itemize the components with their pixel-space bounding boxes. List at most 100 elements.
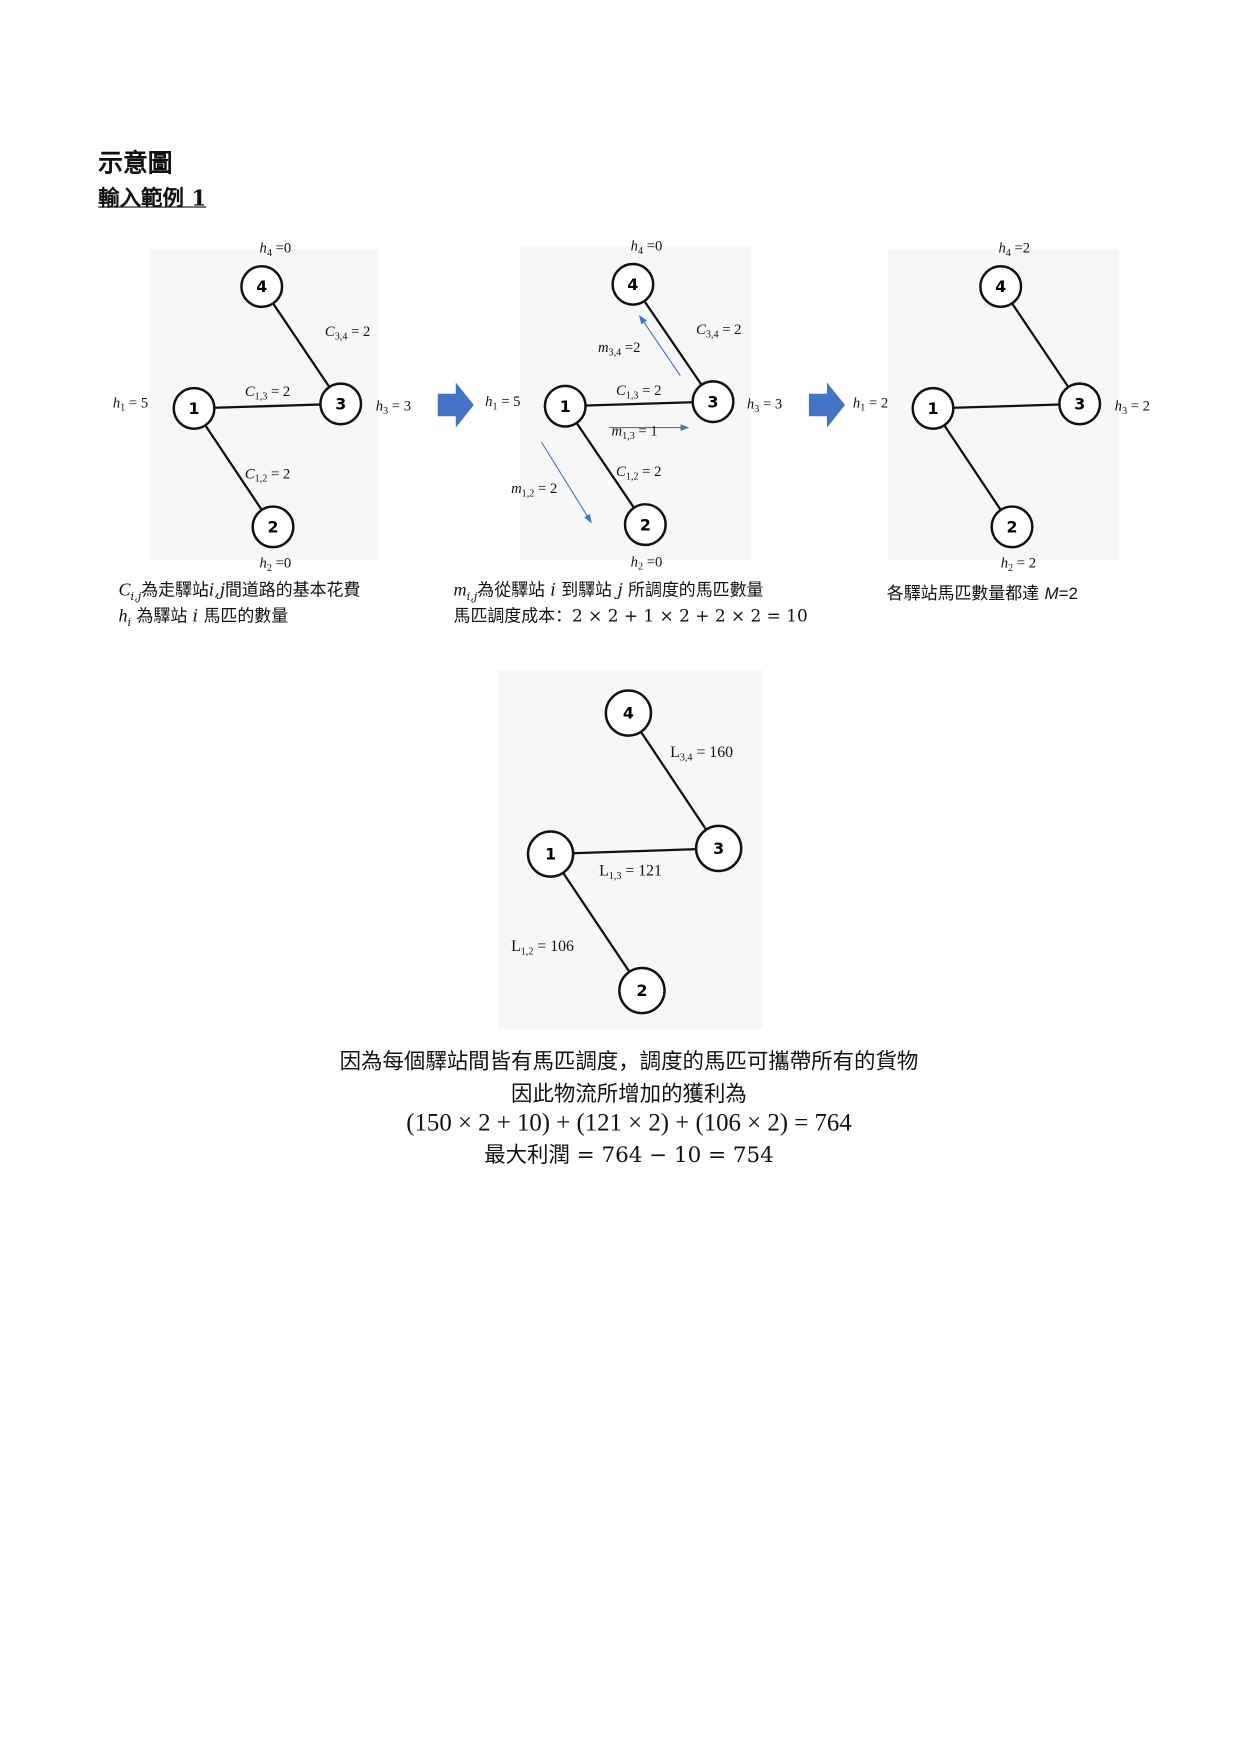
station-node-label: 4 bbox=[995, 277, 1006, 296]
label-value: = 2 bbox=[638, 381, 662, 399]
edge-1-2 bbox=[549, 853, 643, 992]
text: 為驛站 bbox=[136, 605, 188, 627]
station-node-4 bbox=[979, 265, 1023, 309]
label-variable: h bbox=[998, 239, 1006, 257]
label-variable: h bbox=[746, 394, 755, 412]
panel4-math-label: L3,4 = 160 bbox=[670, 745, 733, 763]
station-node-2 bbox=[990, 505, 1034, 549]
label-value: =0 bbox=[271, 239, 292, 257]
flow-arrow-1-2 bbox=[541, 441, 592, 524]
label-value: = 2 bbox=[347, 322, 371, 340]
label-variable: C bbox=[244, 464, 255, 482]
edge-1-2 bbox=[932, 407, 1013, 528]
station-node-label: 2 bbox=[1007, 518, 1018, 537]
var: i bbox=[550, 579, 556, 601]
label-subscript: 1,3 bbox=[625, 389, 639, 401]
label-subscript: 3 bbox=[1121, 405, 1128, 417]
edge-1-3 bbox=[194, 402, 341, 410]
subheading: 輸入範例 1 bbox=[98, 186, 207, 211]
label-subscript: 1,3 bbox=[622, 429, 635, 442]
label-value: = 160 bbox=[692, 744, 734, 762]
label-variable: C bbox=[244, 382, 255, 400]
label-value: = 2 bbox=[718, 320, 742, 338]
text: 馬匹的數量 bbox=[203, 605, 289, 627]
label-variable: h bbox=[852, 393, 861, 411]
station-node-label: 3 bbox=[335, 395, 346, 414]
edge-1-3 bbox=[932, 402, 1080, 410]
station-node-4 bbox=[604, 689, 653, 737]
station-node-label: 4 bbox=[627, 275, 638, 294]
edge-1-3 bbox=[565, 400, 714, 408]
station-node-1 bbox=[543, 384, 587, 428]
label-variable: L bbox=[599, 863, 609, 880]
panel2-math-label: m1,3 = 1 bbox=[611, 422, 657, 441]
edge-1-3 bbox=[550, 847, 719, 856]
panel2-math-label: h4 =0 bbox=[631, 237, 663, 256]
label-variable: h bbox=[259, 239, 267, 257]
label-subscript: 2 bbox=[637, 560, 644, 572]
edge-3-4 bbox=[627, 712, 720, 850]
label-variable: h bbox=[1000, 553, 1009, 571]
label-variable: m bbox=[611, 421, 623, 439]
station-node-label: 3 bbox=[1074, 395, 1085, 414]
text: 所調度的馬匹數量 bbox=[628, 579, 764, 601]
label-subscript: 3,4 bbox=[608, 346, 622, 358]
panel3-math-label: h3 = 2 bbox=[1115, 397, 1150, 416]
label-variable: h bbox=[259, 553, 267, 571]
station-node-label: 4 bbox=[256, 277, 267, 296]
text: 間道路的基本花費 bbox=[224, 579, 361, 601]
var: j bbox=[617, 579, 623, 601]
station-node-3 bbox=[1058, 382, 1102, 426]
station-node-1 bbox=[526, 830, 575, 878]
panel2-math-label: C3,4 = 2 bbox=[696, 320, 741, 339]
sub: i,j bbox=[466, 591, 478, 604]
panel-1-caption-line-1: Ci,j為走驛站i,j間道路的基本花費 bbox=[118, 578, 360, 604]
panel1-math-label: h2 =0 bbox=[259, 554, 291, 573]
label-value: = 5 bbox=[125, 393, 149, 411]
panel1-math-label: h1 = 5 bbox=[113, 394, 148, 413]
label-value: = 2 bbox=[638, 462, 662, 480]
panel2-math-label: h3 = 3 bbox=[747, 395, 782, 414]
station-node-2 bbox=[618, 966, 666, 1015]
panel1-math-label: C1,3 = 2 bbox=[245, 382, 290, 401]
panel3-math-label: h1 = 2 bbox=[853, 394, 888, 413]
panel1-math-label: C3,4 = 2 bbox=[325, 323, 370, 342]
label-subscript: 4 bbox=[637, 244, 644, 257]
text: 到驛站 bbox=[561, 579, 612, 601]
station-node-label: 1 bbox=[928, 399, 939, 418]
label-value: = 121 bbox=[621, 863, 662, 880]
station-node-label: 2 bbox=[268, 518, 279, 537]
step-arrow-icon-2 bbox=[808, 382, 846, 428]
station-node-label: 3 bbox=[708, 392, 719, 411]
station-node-label: 2 bbox=[640, 515, 651, 534]
label-subscript: 3 bbox=[383, 405, 389, 417]
var: M bbox=[1044, 584, 1059, 604]
explanation-line-2: 因此物流所增加的獲利為 bbox=[511, 1081, 747, 1107]
label-subscript: 4 bbox=[1005, 247, 1011, 259]
label-subscript: 4 bbox=[266, 247, 272, 259]
station-node-3 bbox=[691, 380, 735, 424]
heading: 示意圖 bbox=[98, 148, 173, 179]
text: 為走驛站 bbox=[141, 579, 209, 601]
label-subscript: 2 bbox=[1008, 561, 1014, 574]
label-subscript: 1 bbox=[860, 401, 866, 413]
label-subscript: 1,3 bbox=[608, 869, 622, 882]
station-node-label: 2 bbox=[636, 981, 647, 1000]
text: 各驛站馬匹數量都達 bbox=[886, 583, 1045, 604]
edge-3-4 bbox=[999, 285, 1081, 405]
label-value: = 2 bbox=[1013, 553, 1037, 571]
label-subscript: 1 bbox=[492, 400, 498, 412]
explanation-formula: (150 × 2 + 10) + (121 × 2) + (106 × 2) =… bbox=[406, 1107, 852, 1137]
label-value: = 2 bbox=[267, 464, 291, 482]
explanation-line-1: 因為每個驛站間皆有馬匹調度，調度的馬匹可攜帶所有的貨物 bbox=[339, 1049, 919, 1075]
label-value: = 5 bbox=[497, 392, 521, 410]
label-value: = 2 bbox=[267, 382, 291, 400]
station-node-1 bbox=[172, 386, 216, 430]
panel2-math-label: C1,2 = 2 bbox=[616, 463, 661, 482]
label-value: =0 bbox=[643, 552, 663, 570]
label-value: = 2 bbox=[1127, 397, 1151, 415]
panel-2-caption-line-1: mi,j為從驛站 i 到驛站 j 所調度的馬匹數量 bbox=[454, 578, 764, 604]
station-node-1 bbox=[911, 386, 955, 430]
